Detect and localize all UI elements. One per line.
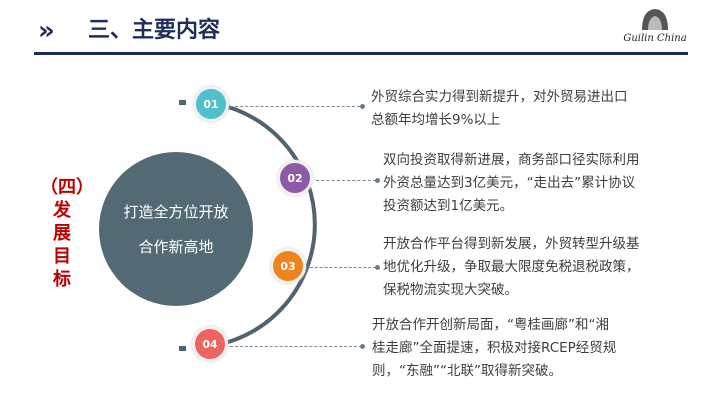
section-label: （四） 发 展 目 标 <box>40 176 94 291</box>
text-line: 总额年均增长9%以上 <box>371 112 501 128</box>
center-text: 打造全方位开放 <box>123 203 229 221</box>
connector-dot <box>360 104 365 109</box>
text-line: 地优化升级，争取最大限度免税退税政策， <box>383 259 640 275</box>
text-line: 双向投资取得新进展，商务部口径实际利用 <box>383 152 640 168</box>
center-circle: 打造全方位开放 合作新高地 <box>99 152 253 306</box>
step-badge-02: 02 <box>277 160 313 196</box>
page-title: 三、主要内容 <box>88 18 221 43</box>
connector-dot <box>360 344 365 349</box>
label-line: 目 <box>53 246 71 267</box>
label-line: 展 <box>53 223 71 244</box>
text-line: 保税物流实现大突破。 <box>383 282 518 298</box>
text-line: 开放合作平台得到新发展，外贸转型升级基 <box>383 236 640 252</box>
dashed-connector <box>310 267 376 268</box>
text-line: 桂走廊”全面提速，积极对接RCEP经贸规 <box>372 340 617 356</box>
connector-dot <box>375 178 380 183</box>
item-text-02: 双向投资取得新进展，商务部口径实际利用 外资总量达到3亿美元，“走出去”累计协议… <box>383 149 640 218</box>
item-text-01: 外贸综合实力得到新提升，对外贸易进出口 总额年均增长9%以上 <box>371 86 628 132</box>
dashed-connector <box>230 346 362 347</box>
dashed-connector <box>230 106 360 107</box>
step-badge-04: 04 <box>192 326 228 362</box>
text-line: 开放合作开创新局面，“粤桂画廊”和“湘 <box>372 317 609 333</box>
connector-dot <box>375 265 380 270</box>
text-line: 则，“东融”“北联”取得新突破。 <box>372 363 562 379</box>
label-line: 发 <box>53 200 71 221</box>
step-badge-01: 01 <box>193 86 229 122</box>
svg-text:Guilin China: Guilin China <box>623 33 686 44</box>
dashed-connector <box>316 180 376 181</box>
step-badge-03: 03 <box>270 248 306 284</box>
text-line: 外资总量达到3亿美元，“走出去”累计协议 <box>383 175 636 191</box>
text-line: 投资额达到1亿美元。 <box>383 198 514 214</box>
center-text: 合作新高地 <box>138 238 214 256</box>
label-line: （四） <box>40 177 94 198</box>
label-line: 标 <box>53 269 71 290</box>
text-line: 外贸综合实力得到新提升，对外贸易进出口 <box>371 89 628 105</box>
item-text-04: 开放合作开创新局面，“粤桂画廊”和“湘 桂走廊”全面提速，积极对接RCEP经贸规… <box>372 314 616 383</box>
title-divider <box>34 52 688 55</box>
guilin-china-logo: Guilin China <box>623 9 687 44</box>
item-text-03: 开放合作平台得到新发展，外贸转型升级基 地优化升级，争取最大限度免税退税政策， … <box>383 233 640 302</box>
